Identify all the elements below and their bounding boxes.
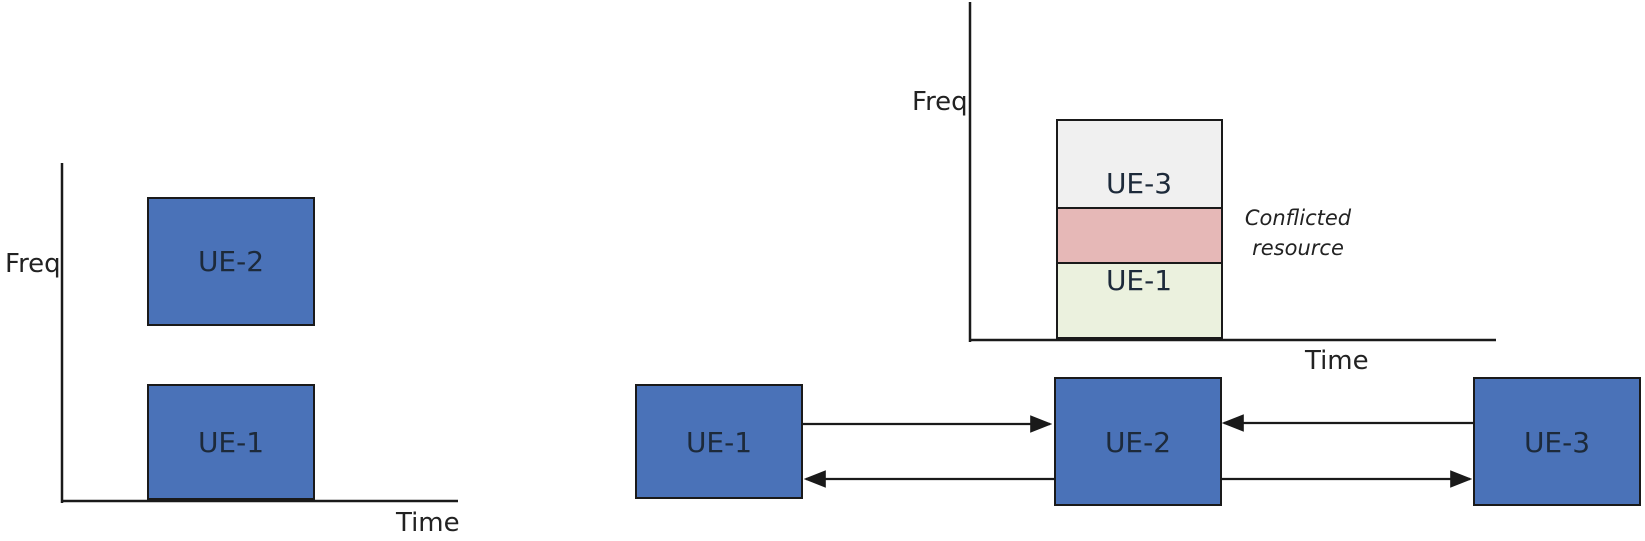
node-ue1-box bbox=[635, 384, 803, 499]
node-ue3-box bbox=[1473, 377, 1641, 506]
node-ue2-box bbox=[1054, 377, 1222, 506]
right-y-axis-label: Freq bbox=[912, 87, 968, 117]
node-ue2-label: UE-2 bbox=[1105, 426, 1171, 459]
left-ue1-label: UE-1 bbox=[198, 426, 264, 459]
left-plot: Freq Time UE-2 UE-1 bbox=[5, 163, 460, 538]
right-x-axis-label: Time bbox=[1304, 346, 1369, 376]
node-ue1-label: UE-1 bbox=[686, 426, 752, 459]
ue-network: UE-1 UE-2 UE-3 bbox=[635, 377, 1641, 506]
conflicted-resource-segment bbox=[1056, 207, 1223, 264]
ue3-resource-label: UE-3 bbox=[1106, 167, 1172, 200]
ue1-resource-label: UE-1 bbox=[1106, 264, 1172, 297]
ue1-resource-segment bbox=[1056, 262, 1223, 339]
node-ue3-label: UE-3 bbox=[1524, 426, 1590, 459]
left-ue1-block bbox=[147, 384, 315, 500]
left-ue2-label: UE-2 bbox=[198, 245, 264, 278]
right-plot: Freq Time UE-3 UE-1 Conflicted resource bbox=[912, 2, 1496, 376]
left-y-axis-label: Freq bbox=[5, 249, 61, 279]
left-ue2-block bbox=[147, 197, 315, 326]
conflict-annotation-line1: Conflicted bbox=[1245, 206, 1352, 230]
ue3-resource-segment bbox=[1056, 119, 1223, 209]
conflict-annotation-line2: resource bbox=[1252, 236, 1344, 260]
left-x-axis-label: Time bbox=[395, 508, 460, 538]
